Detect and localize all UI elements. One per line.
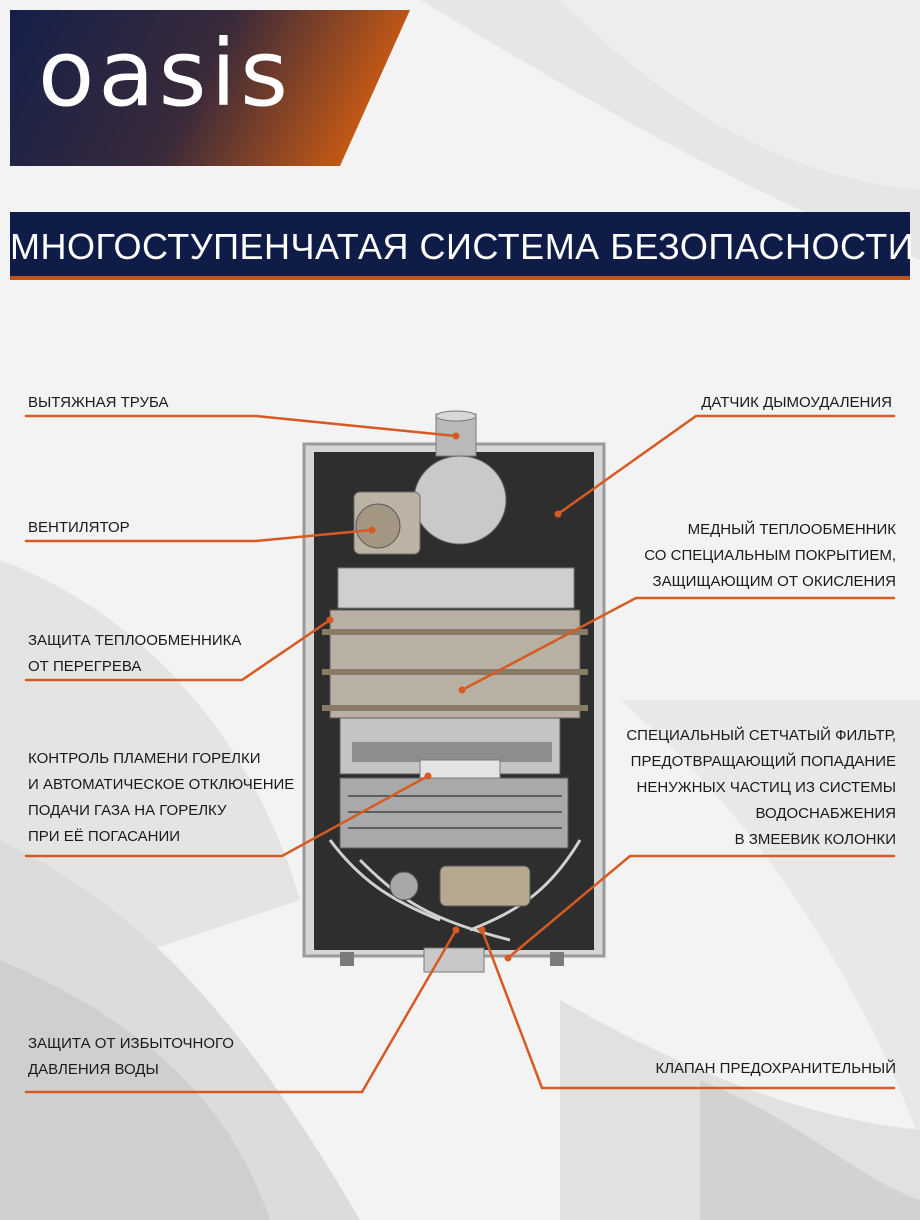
brand-logo: oasis [38,20,293,127]
leader-safety-valve [480,928,896,1090]
leader-mesh-filter [506,854,896,960]
leader-exhaust-pipe [24,414,458,438]
label-flame-control: КОНТРОЛЬ ПЛАМЕНИ ГОРЕЛКИ И АВТОМАТИЧЕСКО… [28,750,295,845]
label-mesh-filter: СПЕЦИАЛЬНЫЙ СЕТЧАТЫЙ ФИЛЬТР, ПРЕДОТВРАЩА… [626,727,896,848]
label-heat-exchanger: МЕДНЫЙ ТЕПЛООБМЕННИК СО СПЕЦИАЛЬНЫМ ПОКР… [644,521,896,590]
logo-banner [10,10,410,166]
label-exhaust-pipe: ВЫТЯЖНАЯ ТРУБА [28,394,169,411]
leader-smoke-sensor [556,414,896,516]
water-heater-illustration [302,410,606,973]
leader-flame-control [24,774,430,858]
leader-fan [24,528,374,543]
label-overheat-protection: ЗАЩИТА ТЕПЛООБМЕННИКА ОТ ПЕРЕГРЕВА [28,632,242,675]
label-fan: ВЕНТИЛЯТОР [28,519,130,536]
label-safety-valve: КЛАПАН ПРЕДОХРАНИТЕЛЬНЫЙ [655,1060,896,1077]
leader-overpressure [24,928,458,1094]
title-bar: МНОГОСТУПЕНЧАТАЯ СИСТЕМА БЕЗОПАСНОСТИ [10,212,915,280]
label-overpressure: ЗАЩИТА ОТ ИЗБЫТОЧНОГО ДАВЛЕНИЯ ВОДЫ [28,1035,234,1078]
label-smoke-sensor: ДАТЧИК ДЫМОУДАЛЕНИЯ [701,394,892,411]
page-title: МНОГОСТУПЕНЧАТАЯ СИСТЕМА БЕЗОПАСНОСТИ [10,226,915,267]
leader-heat-exchanger [460,596,896,692]
leader-overheat-protection [24,618,332,682]
